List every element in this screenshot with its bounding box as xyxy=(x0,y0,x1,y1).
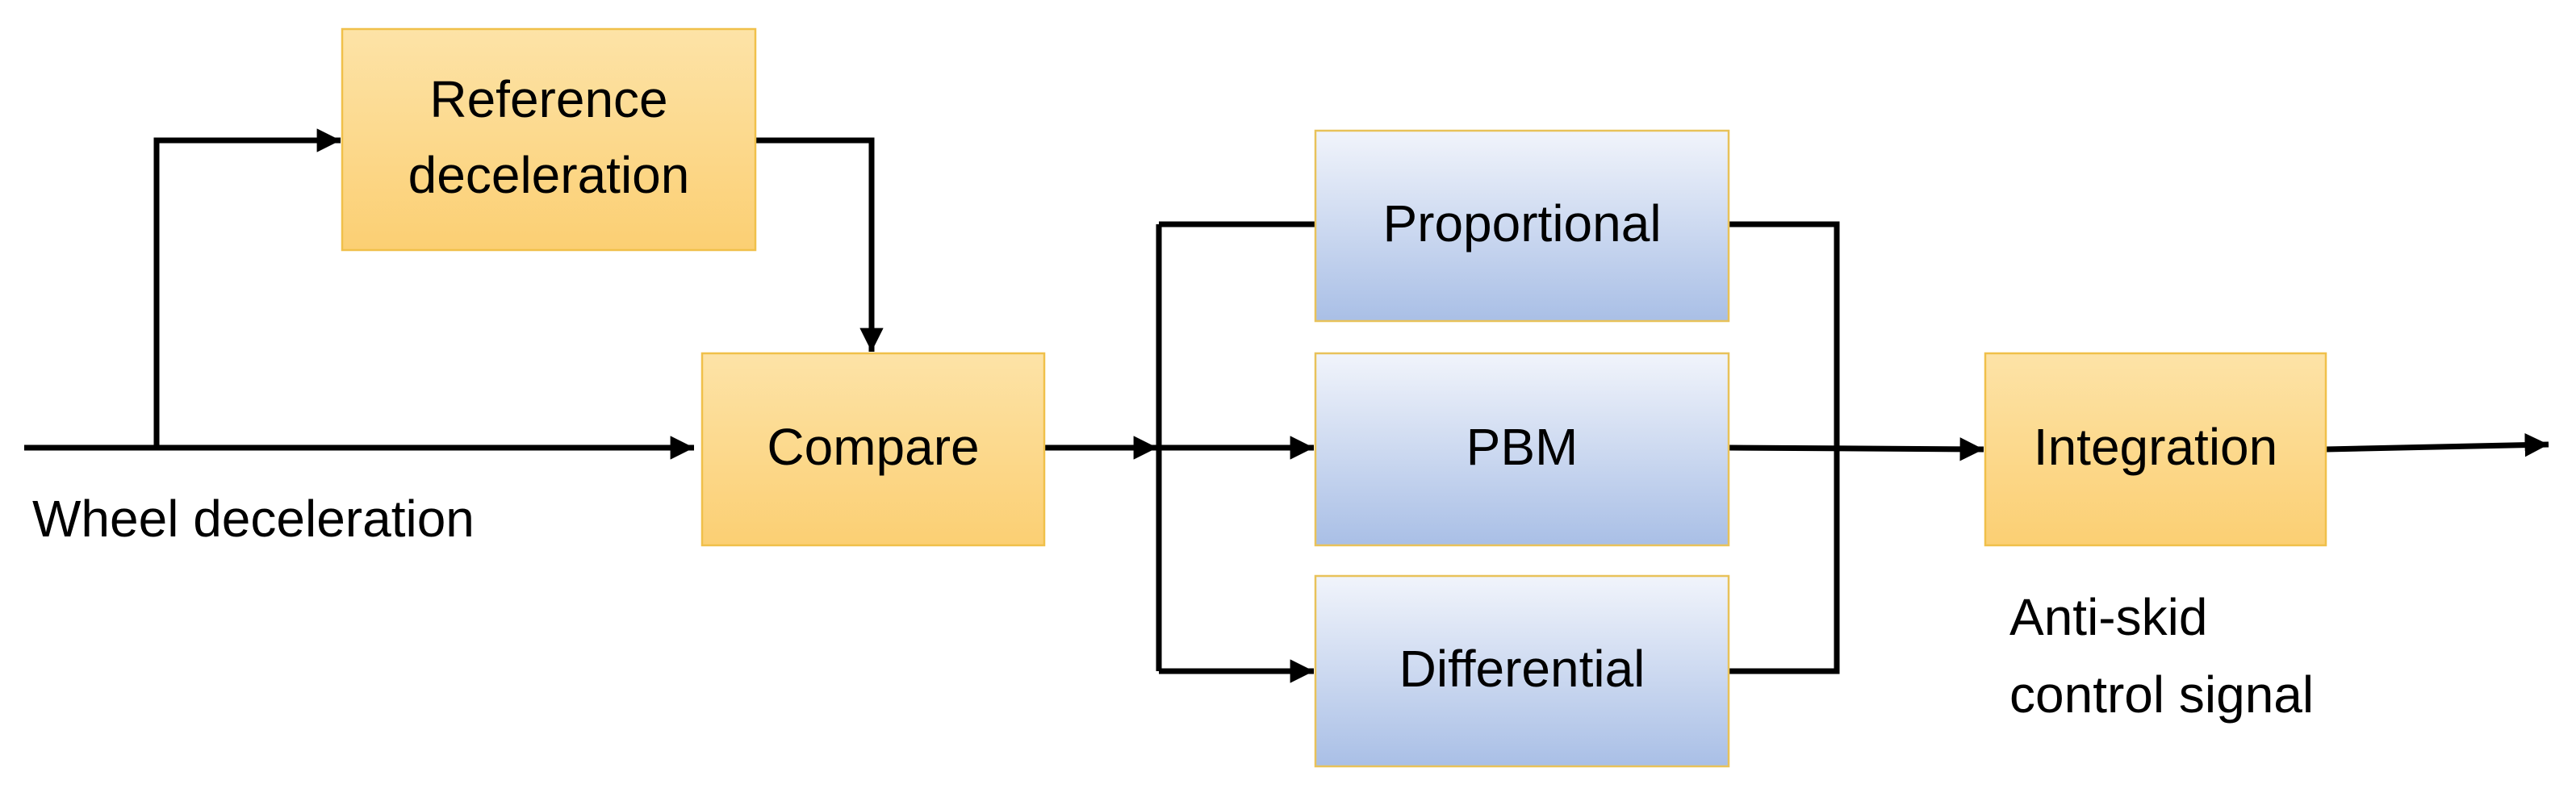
reference-to-compare-arrow xyxy=(755,137,884,352)
connections xyxy=(24,128,2549,683)
compare-box xyxy=(700,352,1046,547)
integration-block: Integration xyxy=(1984,352,2327,547)
proportional-box xyxy=(1314,129,1730,323)
pbm-label: PBM xyxy=(1466,418,1579,476)
wheel-deceleration-label: Wheel deceleration xyxy=(32,490,475,548)
pbm-block: PBM xyxy=(1314,352,1730,547)
compare-block: Compare xyxy=(700,352,1046,547)
compare-label: Compare xyxy=(767,418,979,476)
differential-block: Differential xyxy=(1314,574,1730,768)
integration-output-arrow xyxy=(2325,432,2549,457)
input-to-reference-arrow xyxy=(153,128,341,448)
proportional-block: Proportional xyxy=(1314,129,1730,323)
integration-box xyxy=(1984,352,2327,547)
pbm-box xyxy=(1314,352,1730,547)
reference-deceleration-block: Reference deceleration xyxy=(341,27,757,252)
sum-to-integration-arrow xyxy=(1728,437,1984,461)
anti-skid-label-line1: Anti-skid xyxy=(2009,588,2207,646)
reference-deceleration-box xyxy=(341,27,757,252)
integration-label: Integration xyxy=(2034,418,2277,476)
reference-deceleration-label-line2: deceleration xyxy=(408,146,690,204)
proportional-label: Proportional xyxy=(1382,194,1661,252)
differential-label: Differential xyxy=(1399,640,1646,698)
anti-skid-label-line2: control signal xyxy=(2009,666,2314,724)
differential-box xyxy=(1314,574,1730,768)
reference-deceleration-label-line1: Reference xyxy=(429,70,667,128)
